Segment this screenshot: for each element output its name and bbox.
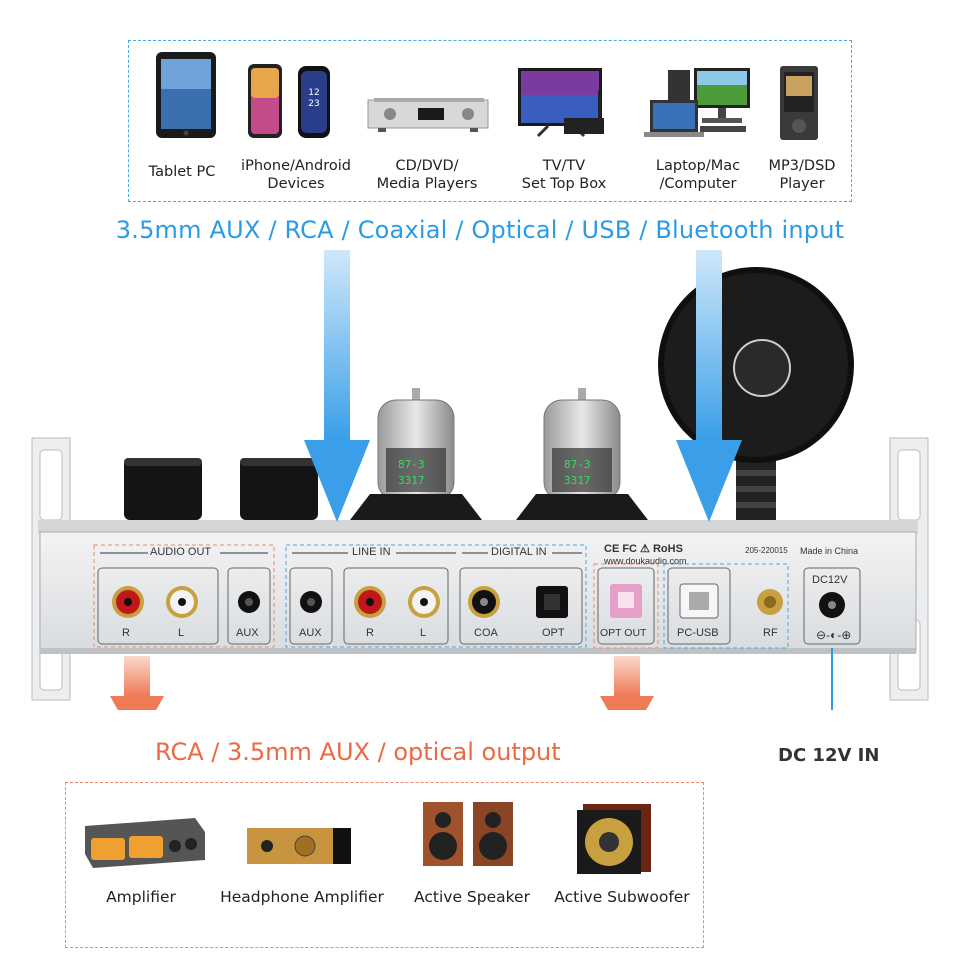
- headphone-amplifier-image: [247, 828, 351, 864]
- input-device-label-cd-player: CD/DVD/ Media Players: [376, 158, 478, 192]
- registration-number: 205-220015: [745, 546, 788, 555]
- mp3-player-image: [780, 66, 818, 140]
- label-r-in: R: [366, 627, 374, 639]
- output-headline: RCA / 3.5mm AUX / optical output: [155, 738, 561, 766]
- label-rf: RF: [763, 627, 778, 639]
- output-arrow-left: [110, 656, 164, 710]
- dc-power-jack: [819, 592, 845, 618]
- rear-panel-illustration: 87-3 3317 87-3 3317: [31, 250, 929, 710]
- label-pc-usb: PC-USB: [677, 627, 719, 639]
- svg-text:23: 23: [308, 99, 319, 109]
- input-arrow-left: [304, 250, 370, 522]
- input-device-label-mp3-player: MP3/DSD Player: [768, 158, 836, 192]
- label-opt-out: OPT OUT: [600, 627, 647, 639]
- tube-print-left-top: 87-3: [398, 458, 425, 471]
- label-l-in: L: [420, 627, 427, 639]
- vacuum-tube-left: [350, 388, 482, 520]
- usb-b-port: [679, 583, 719, 619]
- output-arrow-right: [600, 656, 654, 710]
- input-device-label-phones: iPhone/Android Devices: [241, 158, 351, 192]
- bluetooth-receiver: [658, 267, 854, 520]
- active-speaker-image: [423, 802, 513, 866]
- output-label-amplifier: Amplifier: [106, 888, 176, 906]
- optical-out-jack: [610, 584, 642, 618]
- svg-text:12: 12: [308, 88, 319, 98]
- rca-out-r-jack: [112, 586, 144, 618]
- optical-in-jack: [536, 586, 568, 618]
- certification-marks: CE FC ⚠ RoHS: [604, 543, 683, 555]
- power-input-label: DC 12V IN: [778, 745, 880, 766]
- output-label-active-speaker: Active Speaker: [414, 888, 530, 906]
- made-in-label: Made in China: [800, 546, 859, 556]
- label-aux-in: AUX: [299, 627, 322, 639]
- tv-image: [518, 68, 604, 138]
- rf-antenna-jack: [757, 589, 783, 615]
- volume-knob: [124, 458, 202, 520]
- output-label-active-subwoofer: Active Subwoofer: [554, 888, 690, 906]
- section-line-in: LINE IN: [352, 546, 391, 558]
- dc-polarity-icon: ⊖-◐-⊕: [816, 628, 852, 642]
- phones-image: 12 23: [248, 64, 330, 138]
- aux-out-jack: [238, 591, 260, 613]
- aux-in-jack: [300, 591, 322, 613]
- label-r-out: R: [122, 627, 130, 639]
- section-digital-in: DIGITAL IN: [491, 546, 547, 558]
- tube-print-right-bottom: 3317: [564, 474, 591, 487]
- vacuum-tube-right: [516, 388, 648, 520]
- input-device-label-tablet: Tablet PC: [148, 164, 216, 180]
- input-devices-panel: [128, 40, 852, 202]
- output-label-headphone-amplifier: Headphone Amplifier: [220, 888, 384, 906]
- rca-out-l-jack: [166, 586, 198, 618]
- input-headline: 3.5mm AUX / RCA / Coaxial / Optical / US…: [115, 216, 845, 244]
- label-opt: OPT: [542, 627, 565, 639]
- coaxial-in-jack: [468, 586, 500, 618]
- output-devices-panel: [65, 782, 704, 948]
- selector-knob: [240, 458, 318, 520]
- label-coa: COA: [474, 627, 498, 639]
- tablet-image: [156, 52, 216, 138]
- input-device-illustrations: 12 23: [156, 52, 818, 140]
- rca-in-l-jack: [408, 586, 440, 618]
- label-dc12v: DC12V: [812, 574, 848, 586]
- tube-print-left-bottom: 3317: [398, 474, 425, 487]
- rca-in-r-jack: [354, 586, 386, 618]
- computer-image: [644, 68, 750, 137]
- input-device-label-tv: TV/TV Set Top Box: [521, 158, 607, 192]
- cd-player-image: [367, 98, 489, 132]
- tube-print-right-top: 87-3: [564, 458, 591, 471]
- active-subwoofer-image: [577, 804, 651, 874]
- label-aux-out: AUX: [236, 627, 259, 639]
- section-audio-out: AUDIO OUT: [150, 546, 212, 558]
- input-arrow-right: [676, 250, 742, 522]
- output-device-illustrations: [85, 802, 651, 874]
- amplifier-image: [85, 818, 205, 868]
- website-text: www.doukaudio.com: [604, 556, 687, 566]
- label-l-out: L: [178, 627, 185, 639]
- input-device-label-computer: Laptop/Mac /Computer: [655, 158, 741, 192]
